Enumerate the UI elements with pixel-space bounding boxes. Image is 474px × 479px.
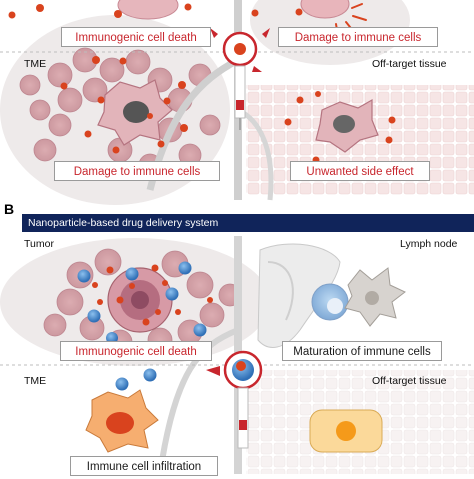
damage-immune-cells-bottom-label: Damage to immune cells [54,161,220,181]
panel-a [0,0,474,205]
tme-label-b: TME [24,375,47,387]
immune-cell-infiltration-label: Immune cell infiltration [70,456,218,476]
maturation-label: Maturation of immune cells [282,341,442,361]
tumor-label: Tumor [24,238,54,250]
lymph-node-label: Lymph node [400,238,458,250]
unwanted-side-effect-label: Unwanted side effect [290,161,430,181]
panel-b-letter: B [4,201,15,217]
panel-b [0,236,474,475]
immunogenic-cell-death-label-a: Immunogenic cell death [61,27,211,47]
damage-immune-cells-top-label: Damage to immune cells [278,27,438,47]
off-target-label-a: Off-target tissue [372,58,447,70]
tme-label-a: TME [24,58,47,70]
panel-b-banner: Nanoparticle-based drug delivery system [22,214,474,232]
off-target-label-b: Off-target tissue [372,375,447,387]
immunogenic-cell-death-label-b: Immunogenic cell death [60,341,212,361]
